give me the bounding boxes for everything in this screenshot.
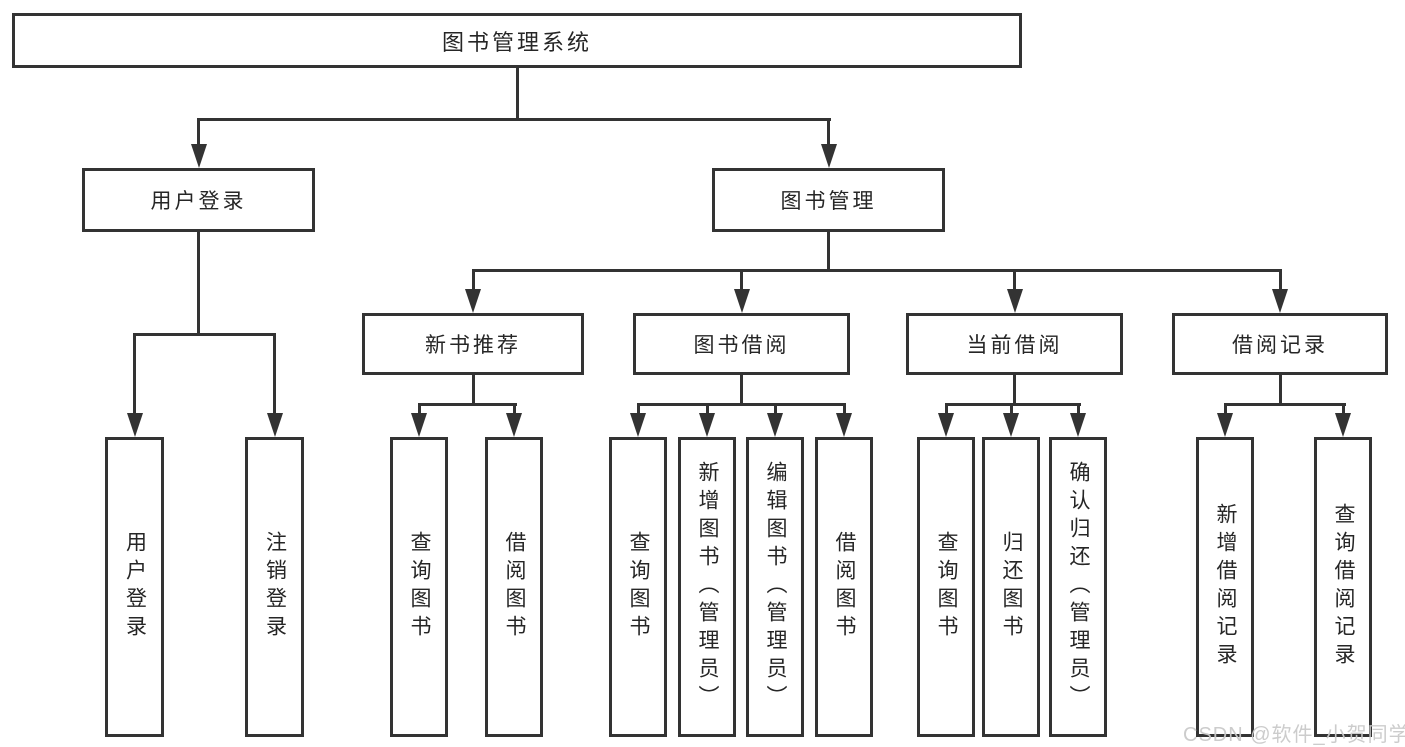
connector-stem-book-mgmt	[827, 118, 830, 146]
node-new-book-recommend: 新书推荐	[362, 313, 584, 375]
leaf-bb-add-books-admin: 新增图书（管理员）	[678, 437, 736, 737]
node-current-borrowing: 当前借阅	[906, 313, 1123, 375]
connector-current-borrow-trunk	[1013, 375, 1016, 405]
leaf-logout: 注销登录	[245, 437, 304, 737]
connector-stem-leaf-login	[133, 333, 136, 415]
connector-stem-leaf-logout	[273, 333, 276, 415]
leaf-cb-return-books-label: 归还图书	[1000, 531, 1023, 643]
leaf-br-query-record-label: 查询借阅记录	[1332, 503, 1355, 671]
node-borrowing-records-label: 借阅记录	[1232, 334, 1328, 357]
node-user-login-label: 用户登录	[150, 190, 247, 213]
connector-stem-new-book	[471, 269, 475, 291]
arrow-to-bb-borrow	[836, 413, 852, 437]
leaf-bb-query-books: 查询图书	[609, 437, 667, 737]
connector-stem-cb-confirm	[1076, 403, 1080, 415]
connector-stem-borrow-records	[1278, 269, 1282, 291]
leaf-bb-edit-books-admin: 编辑图书（管理员）	[746, 437, 804, 737]
leaf-cb-confirm-return-admin-label: 确认归还（管理员）	[1067, 461, 1090, 713]
connector-user-login-rail	[133, 333, 276, 336]
connector-stem-br-add	[1223, 403, 1227, 415]
leaf-br-add-record-label: 新增借阅记录	[1214, 503, 1237, 671]
connector-root-trunk	[515, 66, 519, 120]
leaf-cb-query-books-label: 查询图书	[935, 531, 958, 643]
connector-stem-book-borrow	[740, 269, 743, 291]
connector-stem-bb-edit	[773, 403, 777, 415]
leaf-bb-add-books-admin-label: 新增图书（管理员）	[696, 461, 719, 713]
leaf-user-login-label: 用户登录	[123, 531, 147, 643]
arrow-to-cb-confirm	[1070, 413, 1086, 437]
connector-stem-br-query	[1341, 403, 1345, 415]
connector-stem-current-borrow	[1013, 269, 1016, 291]
arrow-to-br-query	[1335, 413, 1351, 437]
arrow-to-new-book	[465, 289, 481, 313]
node-root-system: 图书管理系统	[12, 13, 1022, 68]
arrow-to-nbr-borrow	[506, 413, 522, 437]
connector-borrow-records-rail	[1223, 403, 1346, 406]
arrow-to-leaf-logout	[266, 413, 283, 437]
connector-new-book-rail	[417, 403, 517, 406]
connector-stem-nbr-query	[417, 403, 421, 415]
arrow-to-cb-return	[1003, 413, 1019, 437]
arrow-to-book-mgmt	[820, 144, 837, 168]
connector-stem-user-login	[197, 118, 200, 146]
arrow-to-leaf-login	[126, 413, 143, 437]
connector-level2-rail	[197, 118, 831, 121]
leaf-cb-confirm-return-admin: 确认归还（管理员）	[1049, 437, 1107, 737]
leaf-bb-borrow-books-label: 借阅图书	[833, 531, 856, 643]
leaf-cb-query-books: 查询图书	[917, 437, 975, 737]
connector-stem-cb-return	[1009, 403, 1013, 415]
node-root-system-label: 图书管理系统	[441, 29, 592, 55]
leaf-cb-return-books: 归还图书	[982, 437, 1040, 737]
leaf-br-add-record: 新增借阅记录	[1196, 437, 1254, 737]
arrow-to-borrow-records	[1272, 289, 1288, 313]
leaf-bb-borrow-books: 借阅图书	[815, 437, 873, 737]
arrow-to-current-borrow	[1006, 289, 1023, 313]
connector-level3-rail	[471, 269, 1282, 272]
connector-stem-bb-borrow	[842, 403, 846, 415]
connector-book-mgmt-trunk	[827, 232, 830, 272]
leaf-bb-edit-books-admin-label: 编辑图书（管理员）	[764, 461, 787, 713]
arrow-to-bb-add	[699, 413, 715, 437]
node-book-borrowing: 图书借阅	[633, 313, 850, 375]
node-current-borrowing-label: 当前借阅	[966, 334, 1063, 357]
arrow-to-br-add	[1217, 413, 1233, 437]
leaf-nbr-query-books-label: 查询图书	[408, 531, 431, 643]
connector-stem-cb-query	[944, 403, 948, 415]
connector-new-book-trunk	[471, 375, 475, 405]
node-book-borrowing-label: 图书借阅	[693, 334, 790, 357]
csdn-watermark: CSDN @软件_小贺同学	[1183, 724, 1405, 746]
connector-book-borrow-trunk	[740, 375, 743, 405]
node-book-management: 图书管理	[712, 168, 945, 232]
arrow-to-user-login	[190, 144, 207, 168]
connector-current-borrow-rail	[944, 403, 1081, 406]
connector-stem-nbr-borrow	[512, 403, 516, 415]
connector-book-borrow-rail	[636, 403, 846, 406]
arrow-to-bb-query	[630, 413, 646, 437]
arrow-to-book-borrow	[733, 289, 750, 313]
connector-borrow-records-trunk	[1278, 375, 1282, 405]
leaf-user-login: 用户登录	[105, 437, 164, 737]
leaf-br-query-record: 查询借阅记录	[1314, 437, 1372, 737]
leaf-nbr-borrow-books-label: 借阅图书	[503, 531, 526, 643]
connector-user-login-trunk	[197, 232, 200, 336]
leaf-bb-query-books-label: 查询图书	[627, 531, 650, 643]
arrow-to-bb-edit	[767, 413, 783, 437]
node-user-login: 用户登录	[82, 168, 315, 232]
node-book-management-label: 图书管理	[780, 190, 877, 213]
arrow-to-cb-query	[938, 413, 954, 437]
node-new-book-recommend-label: 新书推荐	[425, 334, 521, 357]
leaf-logout-label: 注销登录	[263, 531, 287, 643]
node-borrowing-records: 借阅记录	[1172, 313, 1388, 375]
leaf-nbr-borrow-books: 借阅图书	[485, 437, 543, 737]
connector-stem-bb-query	[636, 403, 640, 415]
connector-stem-bb-add	[705, 403, 709, 415]
arrow-to-nbr-query	[411, 413, 427, 437]
leaf-nbr-query-books: 查询图书	[390, 437, 448, 737]
